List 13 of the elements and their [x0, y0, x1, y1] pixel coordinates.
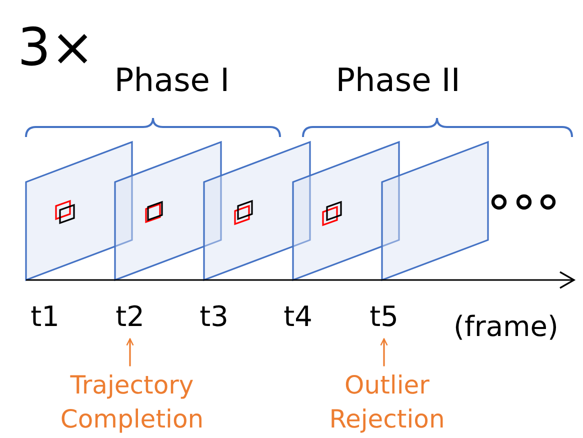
annotation-text: Outlier Rejection — [328, 369, 446, 435]
arrow — [126, 338, 134, 366]
time-step-label: t2 — [116, 299, 144, 336]
annotation-text: Trajectory Completion — [59, 369, 205, 435]
time-step-label: t4 — [284, 303, 312, 331]
time-step-label: t3 — [200, 303, 228, 331]
multiplier-label: 3× — [18, 22, 94, 74]
axis-label: (frame) — [454, 313, 558, 341]
phase-label: Phase I — [114, 64, 230, 96]
time-step-label: t1 — [30, 303, 60, 331]
arrow — [380, 338, 388, 366]
phase-label: Phase II — [336, 64, 460, 96]
time-step-label: t5 — [370, 299, 398, 336]
